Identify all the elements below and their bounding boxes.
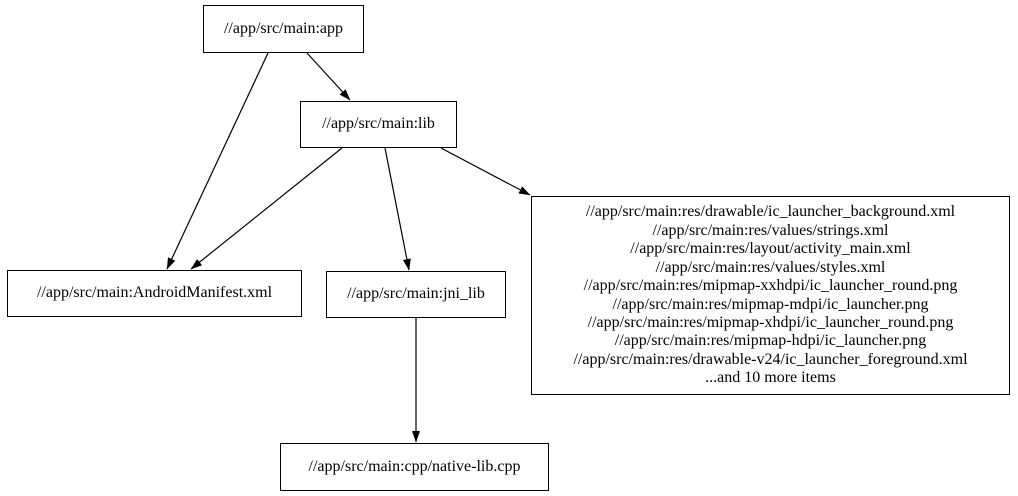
res-item: //app/src/main:res/mipmap-xxhdpi/ic_laun…: [583, 277, 958, 295]
graph-node-jni-lib: //app/src/main:jni_lib: [326, 271, 506, 318]
edge-app-to-manifest: [166, 52, 269, 270]
graph-node-native-lib-cpp-label: //app/src/main:cpp/native-lib.cpp: [308, 457, 521, 475]
res-item: //app/src/main:res/values/styles.xml: [655, 258, 886, 276]
graph-node-res-group: //app/src/main:res/drawable/ic_launcher_…: [531, 196, 1010, 395]
res-item: //app/src/main:res/mipmap-xhdpi/ic_launc…: [587, 313, 954, 331]
graph-node-native-lib-cpp: //app/src/main:cpp/native-lib.cpp: [280, 443, 549, 491]
edge-lib-to-manifest: [190, 147, 343, 270]
graph-node-android-manifest-label: //app/src/main:AndroidManifest.xml: [36, 284, 273, 302]
res-item: //app/src/main:res/mipmap-hdpi/ic_launch…: [614, 332, 927, 350]
edge-lib-to-res-group: [440, 147, 531, 196]
res-item: //app/src/main:res/drawable-v24/ic_launc…: [573, 350, 968, 368]
edge-app-to-lib: [306, 52, 351, 101]
res-item: //app/src/main:res/drawable/ic_launcher_…: [585, 203, 956, 221]
graph-node-lib: //app/src/main:lib: [300, 101, 457, 148]
res-item: //app/src/main:res/mipmap-mdpi/ic_launch…: [612, 295, 929, 313]
graph-node-app-label: //app/src/main:app: [223, 19, 344, 37]
graph-node-jni-lib-label: //app/src/main:jni_lib: [347, 285, 485, 303]
res-item: //app/src/main:res/layout/activity_main.…: [630, 240, 911, 258]
graph-node-android-manifest: //app/src/main:AndroidManifest.xml: [7, 270, 302, 317]
graph-node-lib-label: //app/src/main:lib: [322, 115, 435, 133]
res-item: //app/src/main:res/values/strings.xml: [652, 221, 889, 239]
res-more-items-label: ...and 10 more items: [705, 369, 836, 387]
edge-lib-to-jni-lib: [384, 147, 411, 271]
graph-node-app: //app/src/main:app: [203, 5, 364, 53]
